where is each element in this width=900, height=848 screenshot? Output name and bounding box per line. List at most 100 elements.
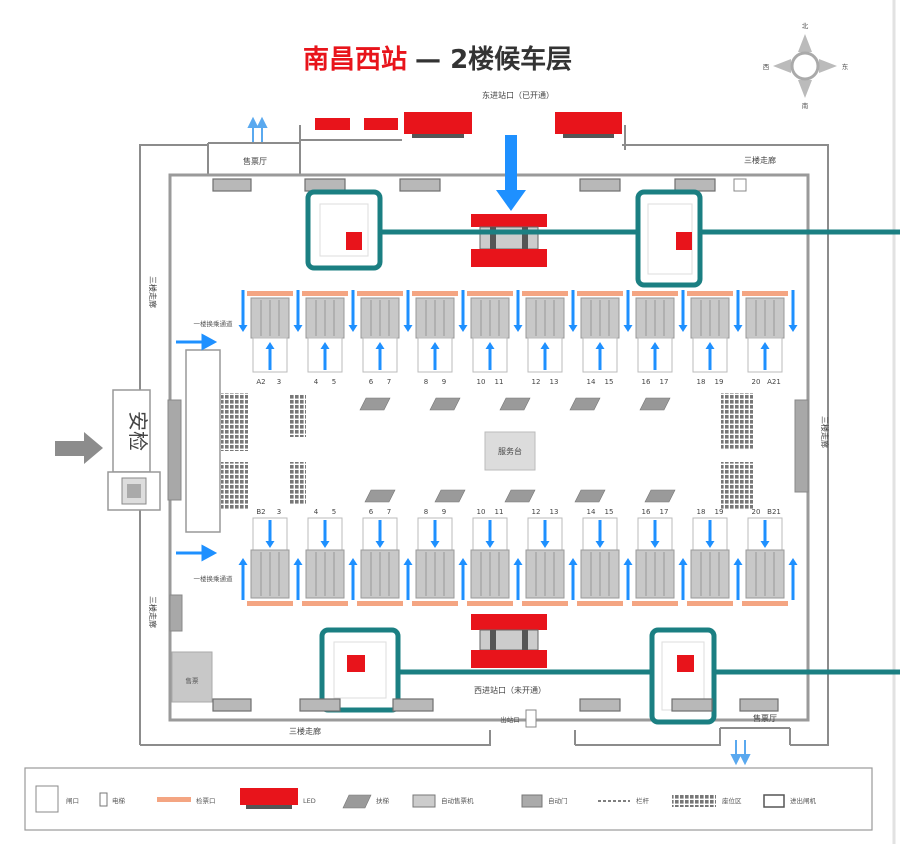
gate-number: A2 bbox=[256, 378, 265, 386]
security-label: 安检 bbox=[126, 411, 150, 451]
cabinet bbox=[733, 178, 747, 192]
down-arrow-icon bbox=[320, 520, 330, 548]
down-arrow-icon bbox=[265, 520, 275, 548]
check-in-bar bbox=[412, 291, 458, 296]
highlight-box bbox=[319, 627, 401, 713]
led-screen bbox=[364, 118, 398, 130]
escalator bbox=[574, 489, 606, 503]
check-in-bar bbox=[687, 291, 733, 296]
gate-number: 20 bbox=[752, 508, 761, 516]
down-arrow-icon bbox=[733, 290, 743, 332]
gate-number: 16 bbox=[642, 378, 651, 386]
shop-box bbox=[171, 651, 213, 703]
gate-number: 5 bbox=[332, 378, 336, 386]
check-in-bar bbox=[632, 601, 678, 606]
security-gate-top bbox=[471, 214, 547, 267]
gate-number: 12 bbox=[532, 378, 541, 386]
led-screen-base bbox=[412, 134, 464, 138]
down-arrow-icon bbox=[375, 520, 385, 548]
exit-label: 出站口 bbox=[500, 715, 520, 724]
compass-west-point bbox=[773, 59, 791, 73]
legend-label: 自动售票机 bbox=[441, 796, 474, 805]
seating-area bbox=[221, 462, 248, 510]
highlight-box bbox=[635, 189, 703, 288]
gate-number: 4 bbox=[314, 508, 319, 516]
down-arrow-icon bbox=[540, 520, 550, 548]
check-in-bar bbox=[247, 601, 293, 606]
check-in-bar bbox=[522, 291, 568, 296]
corridor-left-top-label: 三楼走廊 bbox=[148, 276, 158, 308]
door bbox=[739, 698, 779, 712]
right-arrow-icon bbox=[176, 333, 218, 351]
check-in-bar bbox=[522, 601, 568, 606]
up-arrow-icon bbox=[458, 558, 468, 600]
seats-icon bbox=[672, 795, 716, 807]
gate-number: 10 bbox=[477, 378, 486, 386]
compass-north-point bbox=[798, 34, 812, 52]
elevator-icon bbox=[99, 792, 108, 807]
door bbox=[212, 698, 252, 712]
up-arrow-icon bbox=[678, 558, 688, 600]
compass-south-point bbox=[798, 80, 812, 98]
left-panel bbox=[167, 399, 182, 501]
check-in-bar bbox=[577, 291, 623, 296]
escalator bbox=[359, 397, 391, 411]
down-arrow-icon bbox=[458, 290, 468, 332]
outer-outline bbox=[139, 125, 829, 746]
door bbox=[399, 178, 441, 192]
map-title: 南昌西站 — 2楼候车层 bbox=[303, 44, 572, 75]
down-arrow-icon bbox=[238, 290, 248, 332]
check-in-gate-bottom: 20 B21 bbox=[742, 508, 788, 606]
led-screen bbox=[315, 118, 350, 130]
seating-area bbox=[221, 393, 248, 451]
check-in-bar bbox=[357, 601, 403, 606]
escalator bbox=[434, 489, 466, 503]
gate-number: B21 bbox=[767, 508, 781, 516]
gate-number: 19 bbox=[715, 508, 724, 516]
station-name: 南昌西站 bbox=[303, 45, 407, 75]
gate-number: 15 bbox=[605, 378, 614, 386]
up-double-arrow-icon bbox=[247, 116, 268, 142]
gate-number: 4 bbox=[314, 378, 319, 386]
gate-number: 13 bbox=[550, 378, 559, 386]
marker-red-square bbox=[347, 655, 365, 672]
door bbox=[579, 178, 621, 192]
gate-number: 3 bbox=[277, 508, 281, 516]
floor-name: — 2楼候车层 bbox=[415, 44, 572, 75]
compass-south-label: 南 bbox=[802, 101, 809, 110]
left-panel bbox=[169, 594, 183, 632]
check-in-bar bbox=[467, 601, 513, 606]
gate-number: 19 bbox=[715, 378, 724, 386]
led-screen bbox=[404, 112, 472, 134]
check-in-bar bbox=[247, 291, 293, 296]
corridor-bottom-label: 三楼走廊 bbox=[289, 726, 321, 736]
escalator bbox=[569, 397, 601, 411]
gate-number: 13 bbox=[550, 508, 559, 516]
down-arrow-icon bbox=[760, 520, 770, 548]
marker-red-square bbox=[346, 232, 362, 250]
security-gate-bottom bbox=[471, 614, 547, 668]
escalator bbox=[499, 397, 531, 411]
gate-number: 17 bbox=[660, 378, 669, 386]
corridor-right-label: 三楼走廊 bbox=[820, 416, 830, 448]
seating-area bbox=[290, 395, 306, 437]
check-in-gate-top: 12 13 bbox=[522, 291, 568, 386]
up-arrow-icon bbox=[760, 342, 770, 370]
gate-number: 9 bbox=[442, 378, 446, 386]
up-arrow-icon bbox=[513, 558, 523, 600]
compass-north-label: 北 bbox=[802, 22, 809, 30]
up-arrow-icon bbox=[485, 342, 495, 370]
transfer-top-label: 一楼换乘通道 bbox=[194, 319, 234, 328]
